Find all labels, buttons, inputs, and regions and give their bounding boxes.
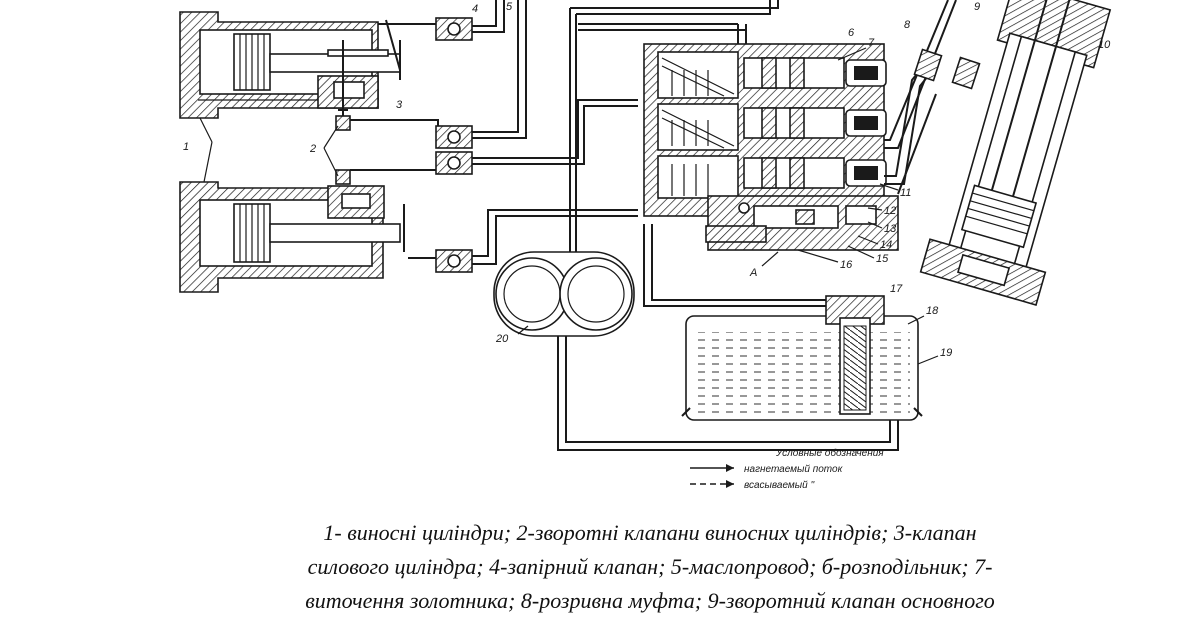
- svg-text:4: 4: [472, 3, 478, 15]
- caption-line-3: виточення золотника; 8-розривна муфта; 9…: [305, 588, 995, 613]
- svg-text:7: 7: [868, 37, 875, 49]
- svg-text:14: 14: [880, 239, 892, 251]
- svg-text:20: 20: [495, 333, 509, 345]
- callout-14: 14: [857, 235, 892, 251]
- callout-9: 9: [974, 1, 980, 13]
- callout-5: 5: [506, 1, 513, 13]
- svg-text:5: 5: [506, 1, 513, 13]
- figure-caption: 1- виносні циліндри; 2-зворотні клапани …: [180, 516, 1120, 618]
- main-power-cylinder: [919, 0, 1112, 306]
- callout-18: 18: [907, 305, 939, 325]
- callout-3: 3: [396, 99, 403, 111]
- callout-2: 2: [309, 125, 339, 177]
- legend-item-suction: всасываемый '': [690, 480, 815, 491]
- svg-text:1: 1: [183, 141, 189, 153]
- svg-text:3: 3: [396, 99, 403, 111]
- callout-A: A: [749, 251, 779, 279]
- svg-text:A: A: [749, 267, 757, 279]
- svg-text:18: 18: [926, 305, 939, 317]
- distributor-valve: [643, 43, 887, 217]
- main-cylinder-pipes: [884, 0, 957, 195]
- callout-20: 20: [495, 325, 529, 345]
- callout-17: 17: [890, 283, 903, 295]
- svg-text:15: 15: [876, 253, 889, 265]
- callout-16: 16: [797, 249, 853, 271]
- svg-text:13: 13: [884, 223, 897, 235]
- svg-text:8: 8: [904, 19, 911, 31]
- caption-line-1: 1- виносні циліндри; 2-зворотні клапани …: [323, 520, 977, 545]
- distributor-lower-block: [705, 195, 899, 251]
- gear-pump: [493, 251, 899, 451]
- caption-line-2: силового циліндра; 4-запірний клапан; 5-…: [307, 554, 993, 579]
- breakaway-coupling: [913, 48, 943, 82]
- oil-pipelines: [378, 0, 779, 265]
- svg-text:2: 2: [309, 143, 316, 155]
- callout-1: 1: [183, 117, 213, 183]
- shutoff-valve-lower: [435, 151, 473, 175]
- svg-text:6: 6: [848, 27, 855, 39]
- oil-tank: [681, 315, 923, 421]
- svg-text:16: 16: [840, 259, 853, 271]
- check-valves-remote-cylinders: [335, 115, 441, 185]
- legend-title: Условные обозначения: [775, 447, 884, 459]
- tank-filter: [643, 224, 885, 415]
- legend-item-pressure: нагнетаемый поток: [690, 464, 844, 475]
- cylinder-valve-upper: [317, 40, 379, 120]
- svg-text:17: 17: [890, 283, 903, 295]
- svg-text:19: 19: [940, 347, 952, 359]
- callout-19: 19: [917, 347, 952, 365]
- shutoff-valve-mid: [435, 125, 473, 149]
- callout-4: 4: [472, 3, 478, 15]
- main-check-valve: [951, 56, 981, 90]
- callout-6: 6: [848, 27, 855, 39]
- callout-13: 13: [867, 221, 897, 235]
- legend-label-pressure: нагнетаемый поток: [744, 464, 844, 475]
- svg-text:11: 11: [900, 187, 911, 199]
- callout-labels: 1 2 3 4 5 6 7 8 9 10 11 12 13 14 15 16 1…: [183, 1, 1111, 365]
- callout-10: 10: [1098, 39, 1111, 51]
- shutoff-valve-bottom: [435, 249, 473, 273]
- callout-7: 7: [837, 37, 875, 61]
- callout-8: 8: [904, 19, 911, 31]
- svg-text:9: 9: [974, 1, 980, 13]
- shutoff-valve-top: [435, 17, 473, 41]
- hydraulic-system-diagram: 1 2 3 4 5 6 7 8 9 10 11 12 13 14 15 16 1…: [178, 0, 1118, 496]
- diagram-legend: Условные обозначения нагнетаемый поток в…: [690, 447, 884, 491]
- callout-11: 11: [879, 183, 911, 199]
- callout-15: 15: [847, 245, 889, 265]
- svg-text:12: 12: [884, 205, 896, 217]
- svg-text:10: 10: [1098, 39, 1111, 51]
- callout-12: 12: [867, 205, 896, 217]
- legend-label-suction: всасываемый '': [744, 480, 815, 491]
- remote-cylinder-lower: [179, 181, 405, 293]
